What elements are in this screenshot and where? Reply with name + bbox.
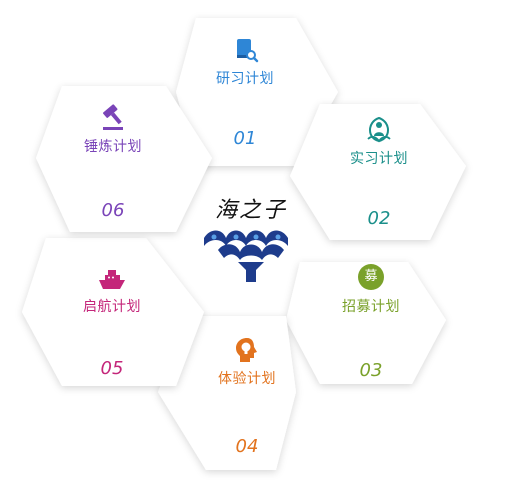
panel-06 bbox=[36, 86, 212, 232]
gavel-icon bbox=[103, 104, 123, 130]
segment-label: 招募计划 bbox=[342, 299, 400, 315]
segment-qihang: 启航计划 05 bbox=[42, 264, 182, 379]
panel-02 bbox=[290, 104, 466, 240]
ship-icon bbox=[99, 270, 125, 289]
center-logo: 海之子 bbox=[196, 192, 306, 284]
segment-shixi: 实习计划 02 bbox=[309, 116, 449, 229]
logo-calligraphy: 海之子 bbox=[214, 198, 287, 223]
panel-03 bbox=[286, 262, 446, 384]
people-leaf-icon bbox=[367, 116, 391, 143]
segment-label: 研习计划 bbox=[216, 71, 274, 87]
recruit-badge-icon: 募 bbox=[356, 264, 386, 292]
segment-label: 体验计划 bbox=[218, 371, 276, 387]
segment-number: 01 bbox=[233, 128, 257, 149]
segment-label: 实习计划 bbox=[350, 151, 408, 167]
segment-number: 03 bbox=[359, 360, 383, 381]
recruit-badge-glyph: 募 bbox=[358, 264, 384, 290]
segment-number: 06 bbox=[101, 200, 125, 221]
panel-05 bbox=[22, 238, 204, 386]
book-search-icon bbox=[237, 39, 259, 63]
panel-01 bbox=[176, 18, 338, 166]
panel-04 bbox=[158, 316, 296, 470]
segment-tiyan: 体验计划 04 bbox=[177, 336, 317, 457]
segment-label: 启航计划 bbox=[83, 299, 141, 315]
segment-duanlian: 锤炼计划 06 bbox=[43, 104, 183, 221]
wave-pattern-icon bbox=[204, 230, 288, 282]
segment-yanxi: 研习计划 01 bbox=[175, 36, 315, 149]
segment-label: 锤炼计划 bbox=[84, 139, 142, 155]
segment-number: 05 bbox=[100, 358, 124, 379]
segment-number: 02 bbox=[367, 208, 391, 229]
segment-number: 04 bbox=[235, 436, 259, 457]
segment-zhaomu: 募 招募计划 03 bbox=[301, 264, 441, 381]
head-bulb-icon bbox=[236, 338, 257, 362]
